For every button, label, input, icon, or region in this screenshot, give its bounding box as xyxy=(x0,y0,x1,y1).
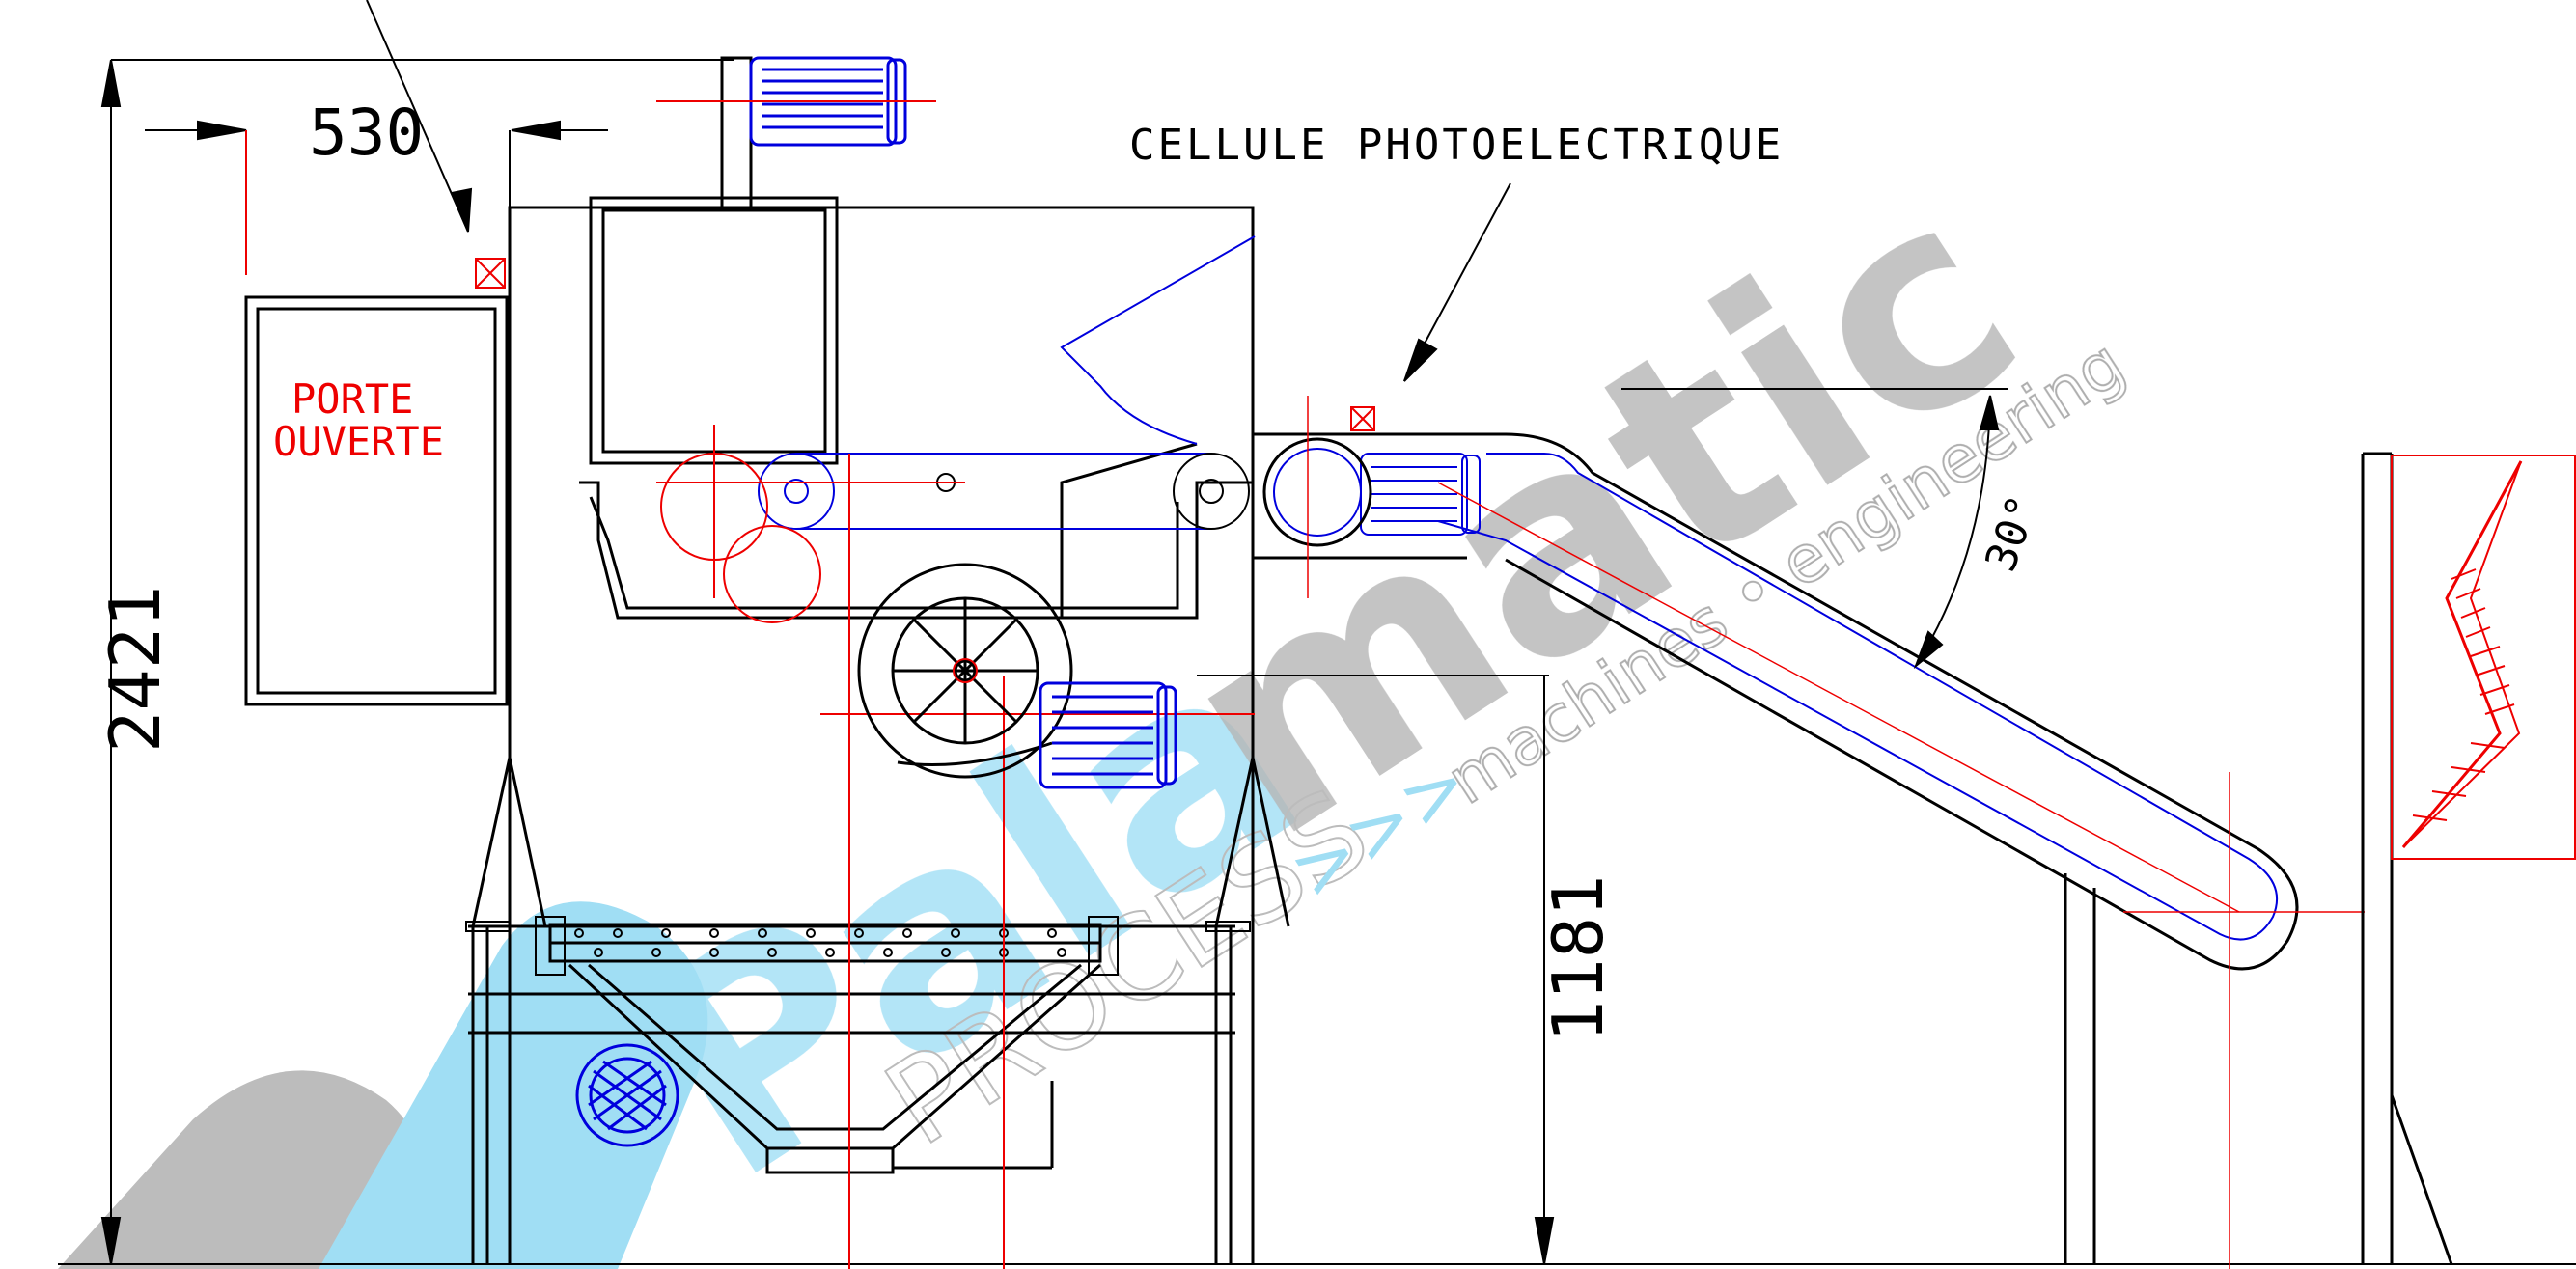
dim-2421: 2421 xyxy=(95,586,176,753)
leaders xyxy=(366,0,1511,382)
rotors xyxy=(656,425,1255,1269)
door xyxy=(244,295,509,706)
dim-530: 530 xyxy=(309,96,424,170)
springs xyxy=(465,916,1251,976)
feed-pulleys xyxy=(936,453,1250,530)
photo-cell-label: CELLULE PHOTOELECTRIQUE xyxy=(1129,121,1784,170)
angle-indicator xyxy=(1621,388,2008,670)
motor-top xyxy=(656,56,936,147)
feed-belt xyxy=(758,235,1256,530)
angle-label: 30° xyxy=(1976,489,2048,578)
conveyor xyxy=(1251,432,2299,1264)
right-panel xyxy=(2391,455,2576,860)
sensor-marks xyxy=(475,258,1375,431)
door-label-2: OUVERTE xyxy=(273,418,444,465)
conveyor-belt xyxy=(1273,448,2278,941)
watermark-logo-gray xyxy=(58,1070,429,1269)
dim-1181: 1181 xyxy=(1537,875,1619,1042)
fan-red-cross xyxy=(953,658,978,683)
dimensions xyxy=(58,59,2576,1265)
conveyor-center xyxy=(1307,396,2365,1269)
conveyor-pulley xyxy=(1262,437,1372,547)
fan-wheel xyxy=(857,563,1073,779)
motor-fan xyxy=(1039,681,1177,789)
deck-holes xyxy=(574,928,1066,957)
door-label-1: PORTE xyxy=(291,375,413,423)
motor-vibrator xyxy=(575,1043,679,1147)
